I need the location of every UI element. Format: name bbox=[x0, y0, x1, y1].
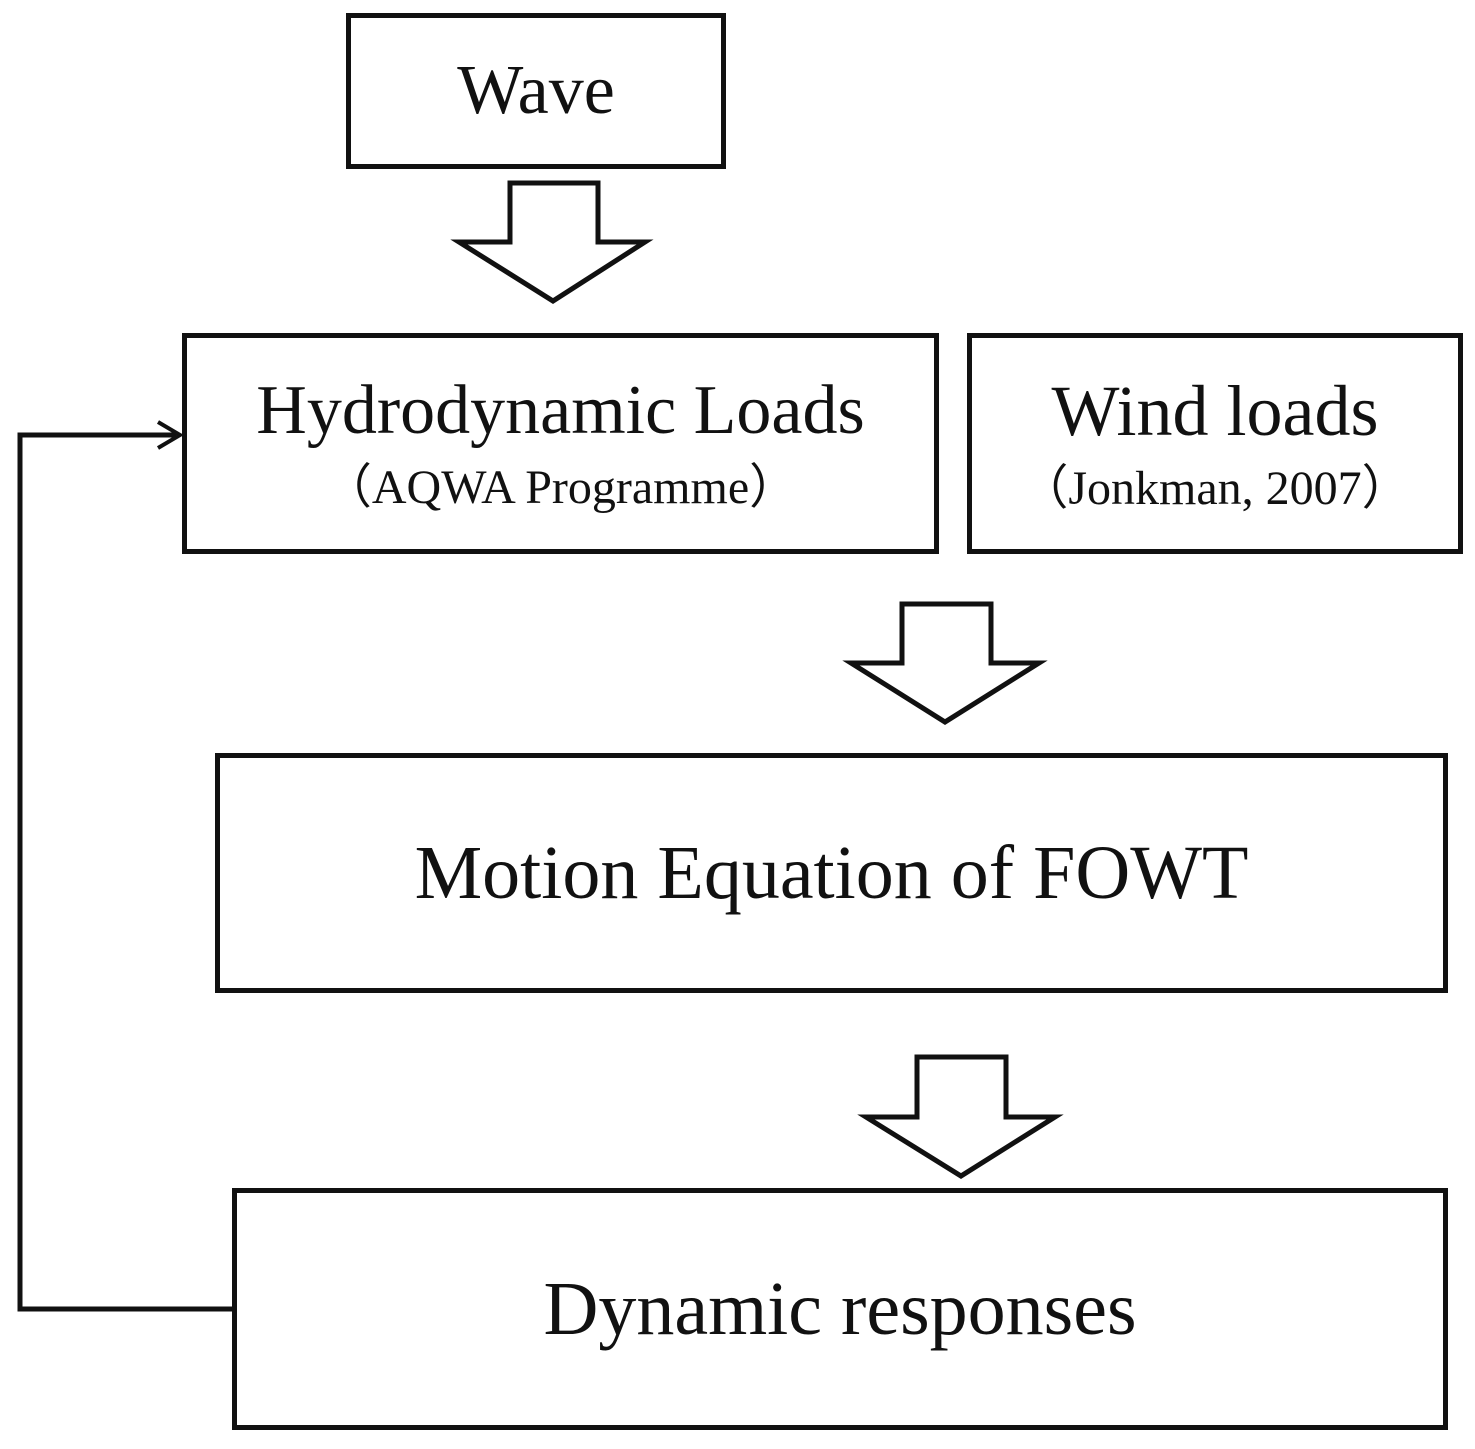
dynamic-responses-label: Dynamic responses bbox=[543, 1267, 1137, 1351]
motion-equation-label: Motion Equation of FOWT bbox=[414, 831, 1249, 915]
wind-loads-source: （Jonkman, 2007） bbox=[1020, 461, 1410, 515]
feedback-line bbox=[17, 432, 232, 1312]
wave-label: Wave bbox=[457, 52, 615, 129]
wind-loads-label: Wind loads bbox=[1051, 370, 1379, 451]
block-arrow-motion-to-response bbox=[857, 1054, 1064, 1179]
feedback-arrowhead bbox=[156, 420, 184, 450]
wave-box: Wave bbox=[346, 13, 726, 169]
dynamic-responses-box: Dynamic responses bbox=[232, 1188, 1448, 1430]
block-arrow-wave-to-hydro bbox=[450, 180, 654, 304]
wind-loads-box: Wind loads （Jonkman, 2007） bbox=[967, 333, 1463, 554]
motion-equation-box: Motion Equation of FOWT bbox=[215, 753, 1448, 993]
hydrodynamic-loads-label: Hydrodynamic Loads bbox=[256, 371, 865, 449]
hydrodynamic-loads-source: （AQWA Programme） bbox=[323, 460, 798, 514]
block-arrow-to-motion bbox=[842, 601, 1048, 725]
hydrodynamic-loads-box: Hydrodynamic Loads （AQWA Programme） bbox=[182, 333, 939, 554]
